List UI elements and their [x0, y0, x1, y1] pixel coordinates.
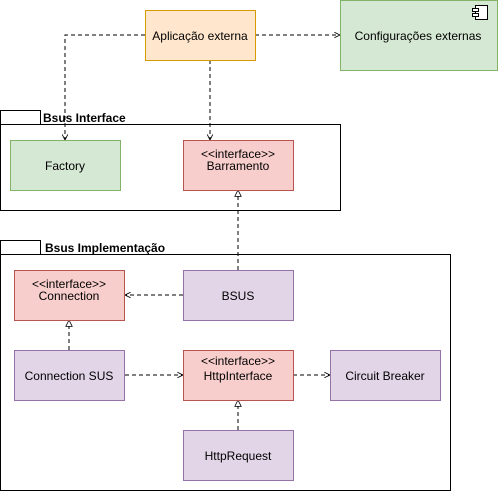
node-label: Connection SUS — [25, 369, 114, 383]
package-tab — [0, 110, 41, 125]
node-box — [340, 0, 498, 71]
node-label: HttpRequest — [205, 449, 272, 463]
node-label: Aplicação externa — [152, 29, 248, 43]
node-connection-sus[interactable]: Connection SUS — [14, 350, 125, 401]
node-label: BSUS — [222, 289, 255, 303]
node-box — [183, 140, 294, 191]
node-http-interface[interactable]: <<interface>> HttpInterface — [183, 350, 294, 401]
node-label: Factory — [45, 159, 85, 173]
edges — [65, 35, 340, 430]
node-stereotype: <<interface>> — [201, 354, 275, 368]
node-box — [183, 350, 294, 401]
node-box — [183, 430, 294, 481]
node-box — [145, 10, 256, 61]
node-stereotype: <<interface>> — [201, 147, 275, 161]
node-http-request[interactable]: HttpRequest — [183, 430, 294, 481]
node-box — [14, 350, 125, 401]
node-label: Barramento — [207, 159, 270, 173]
package-tab — [0, 240, 41, 255]
node-label: Circuit Breaker — [345, 369, 424, 383]
node-configuracoes-externas[interactable]: Configurações externas — [340, 0, 498, 71]
package-label: Bsus Implementação — [45, 241, 165, 255]
node-factory[interactable]: Factory — [10, 140, 121, 191]
node-bsus[interactable]: BSUS — [183, 270, 294, 321]
node-stereotype: <<interface>> — [32, 277, 106, 291]
node-circuit-breaker[interactable]: Circuit Breaker — [330, 350, 441, 401]
node-box — [10, 140, 121, 191]
node-connection[interactable]: <<interface>> Connection — [14, 270, 125, 321]
node-label: HttpInterface — [204, 369, 273, 383]
node-aplicacao-externa[interactable]: Aplicação externa — [145, 10, 256, 61]
package-label: Bsus Interface — [43, 111, 126, 125]
edge-app-to-factory — [65, 34, 145, 140]
node-barramento[interactable]: <<interface>> Barramento — [183, 140, 294, 191]
node-label: Configurações externas — [355, 29, 482, 43]
component-icon — [472, 5, 488, 20]
node-box — [183, 270, 294, 321]
node-box — [330, 350, 441, 401]
node-label: Connection — [39, 289, 100, 303]
node-box — [14, 270, 125, 321]
